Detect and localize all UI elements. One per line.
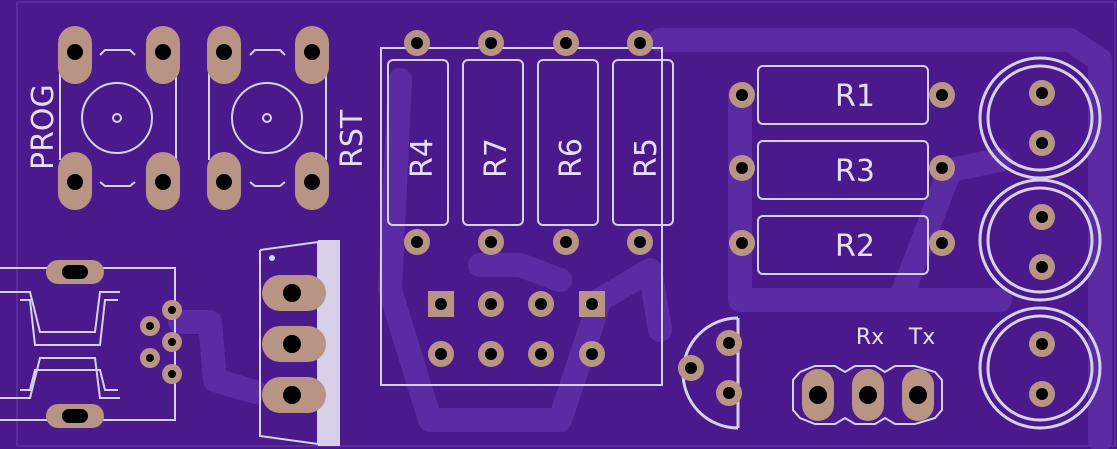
resistor-bank: R4 R7 R6 R5 xyxy=(380,30,674,386)
switch-rst: RST xyxy=(207,26,370,210)
serial-header: Rx Tx xyxy=(792,325,943,425)
label-r3: R3 xyxy=(835,154,875,189)
label-r6: R6 xyxy=(554,138,589,178)
label-tx: Tx xyxy=(908,325,935,350)
switch-prog: PROG xyxy=(26,26,180,210)
board-outline xyxy=(16,1,1116,447)
label-r2: R2 xyxy=(835,229,875,264)
label-r4: R4 xyxy=(405,138,440,178)
label-r5: R5 xyxy=(629,138,664,178)
label-prog: PROG xyxy=(26,84,61,170)
leds xyxy=(978,56,1102,430)
header-3pin-left xyxy=(259,240,340,446)
regulator-to92 xyxy=(678,316,742,430)
resistors-horizontal: R1 R3 R2 xyxy=(729,65,955,275)
label-rx: Rx xyxy=(856,325,884,350)
label-r1: R1 xyxy=(835,79,875,114)
usb-connector xyxy=(0,260,182,428)
label-rst: RST xyxy=(335,109,370,168)
label-r7: R7 xyxy=(479,138,514,178)
copper-traces xyxy=(168,28,1112,449)
